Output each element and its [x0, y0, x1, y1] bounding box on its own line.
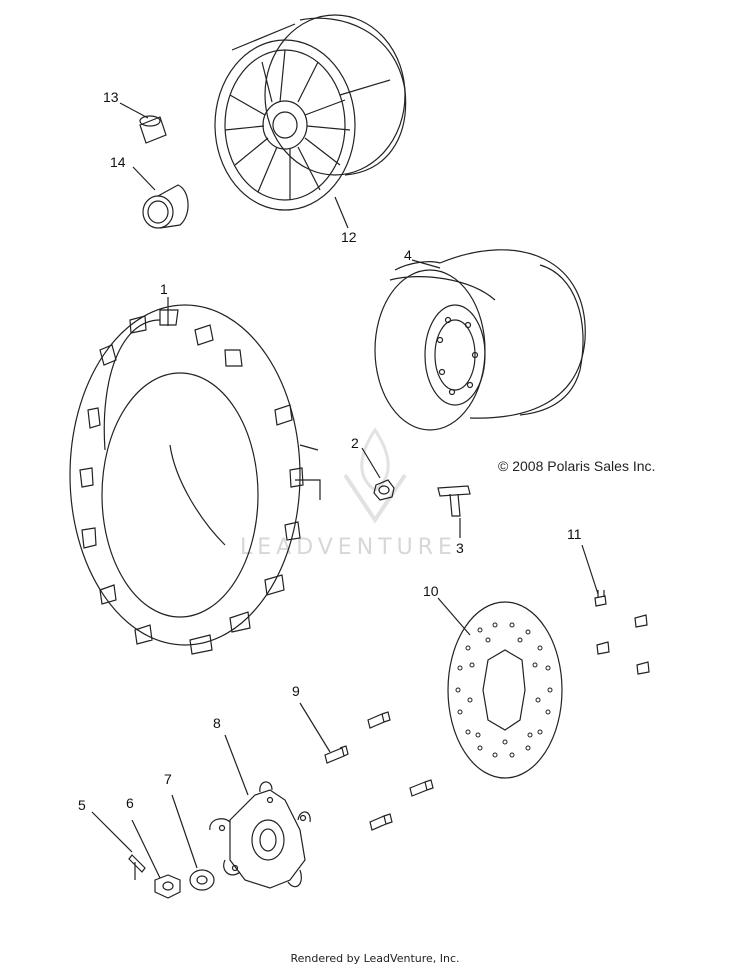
- leader-5: [92, 812, 132, 852]
- leader-13: [120, 103, 148, 118]
- callout-5: 5: [78, 797, 86, 813]
- leader-8: [225, 735, 248, 795]
- leader-10: [438, 598, 470, 635]
- footer-credit: Rendered by LeadVenture, Inc.: [290, 952, 460, 965]
- leader-6: [132, 820, 160, 878]
- part-1-tire: [70, 305, 320, 654]
- part-3-stud: [438, 486, 470, 516]
- copyright-notice: © 2008 Polaris Sales Inc.: [498, 458, 656, 474]
- part-6-castle-nut: [155, 875, 180, 898]
- leader-9: [300, 703, 330, 752]
- callout-13: 13: [103, 89, 119, 105]
- part-14-hub-cap: [143, 185, 188, 228]
- callout-9: 9: [292, 683, 300, 699]
- part-12-wheel-rim: [215, 15, 406, 210]
- part-8-hub: [210, 782, 310, 888]
- part-9-bolts: [325, 712, 433, 830]
- leader-14: [133, 167, 155, 190]
- leader-11: [582, 545, 598, 594]
- callout-6: 6: [126, 795, 134, 811]
- callout-7: 7: [164, 771, 172, 787]
- part-4-wheel-rim: [375, 250, 587, 430]
- leader-7: [172, 795, 197, 868]
- part-2-nut: [374, 480, 394, 500]
- part-5-cotter-pin: [129, 855, 145, 880]
- callout-4: 4: [404, 247, 412, 263]
- part-7-washer: [190, 870, 214, 890]
- callout-11: 11: [567, 526, 582, 542]
- leader-4: [412, 260, 440, 268]
- callout-12: 12: [341, 229, 357, 245]
- brake-disc-holes: [456, 623, 552, 757]
- callout-1: 1: [160, 281, 168, 297]
- callout-3: 3: [456, 540, 464, 556]
- leader-2: [362, 448, 380, 478]
- leader-12: [335, 197, 348, 228]
- callout-2: 2: [351, 435, 359, 451]
- callout-10: 10: [423, 583, 439, 599]
- part-11-bolts: [595, 590, 649, 674]
- part-13-cap: [140, 116, 166, 143]
- callout-14: 14: [110, 154, 126, 170]
- callout-8: 8: [213, 715, 221, 731]
- watermark-text: LEADVENTURE: [240, 535, 457, 560]
- part-10-brake-disc: [448, 602, 562, 778]
